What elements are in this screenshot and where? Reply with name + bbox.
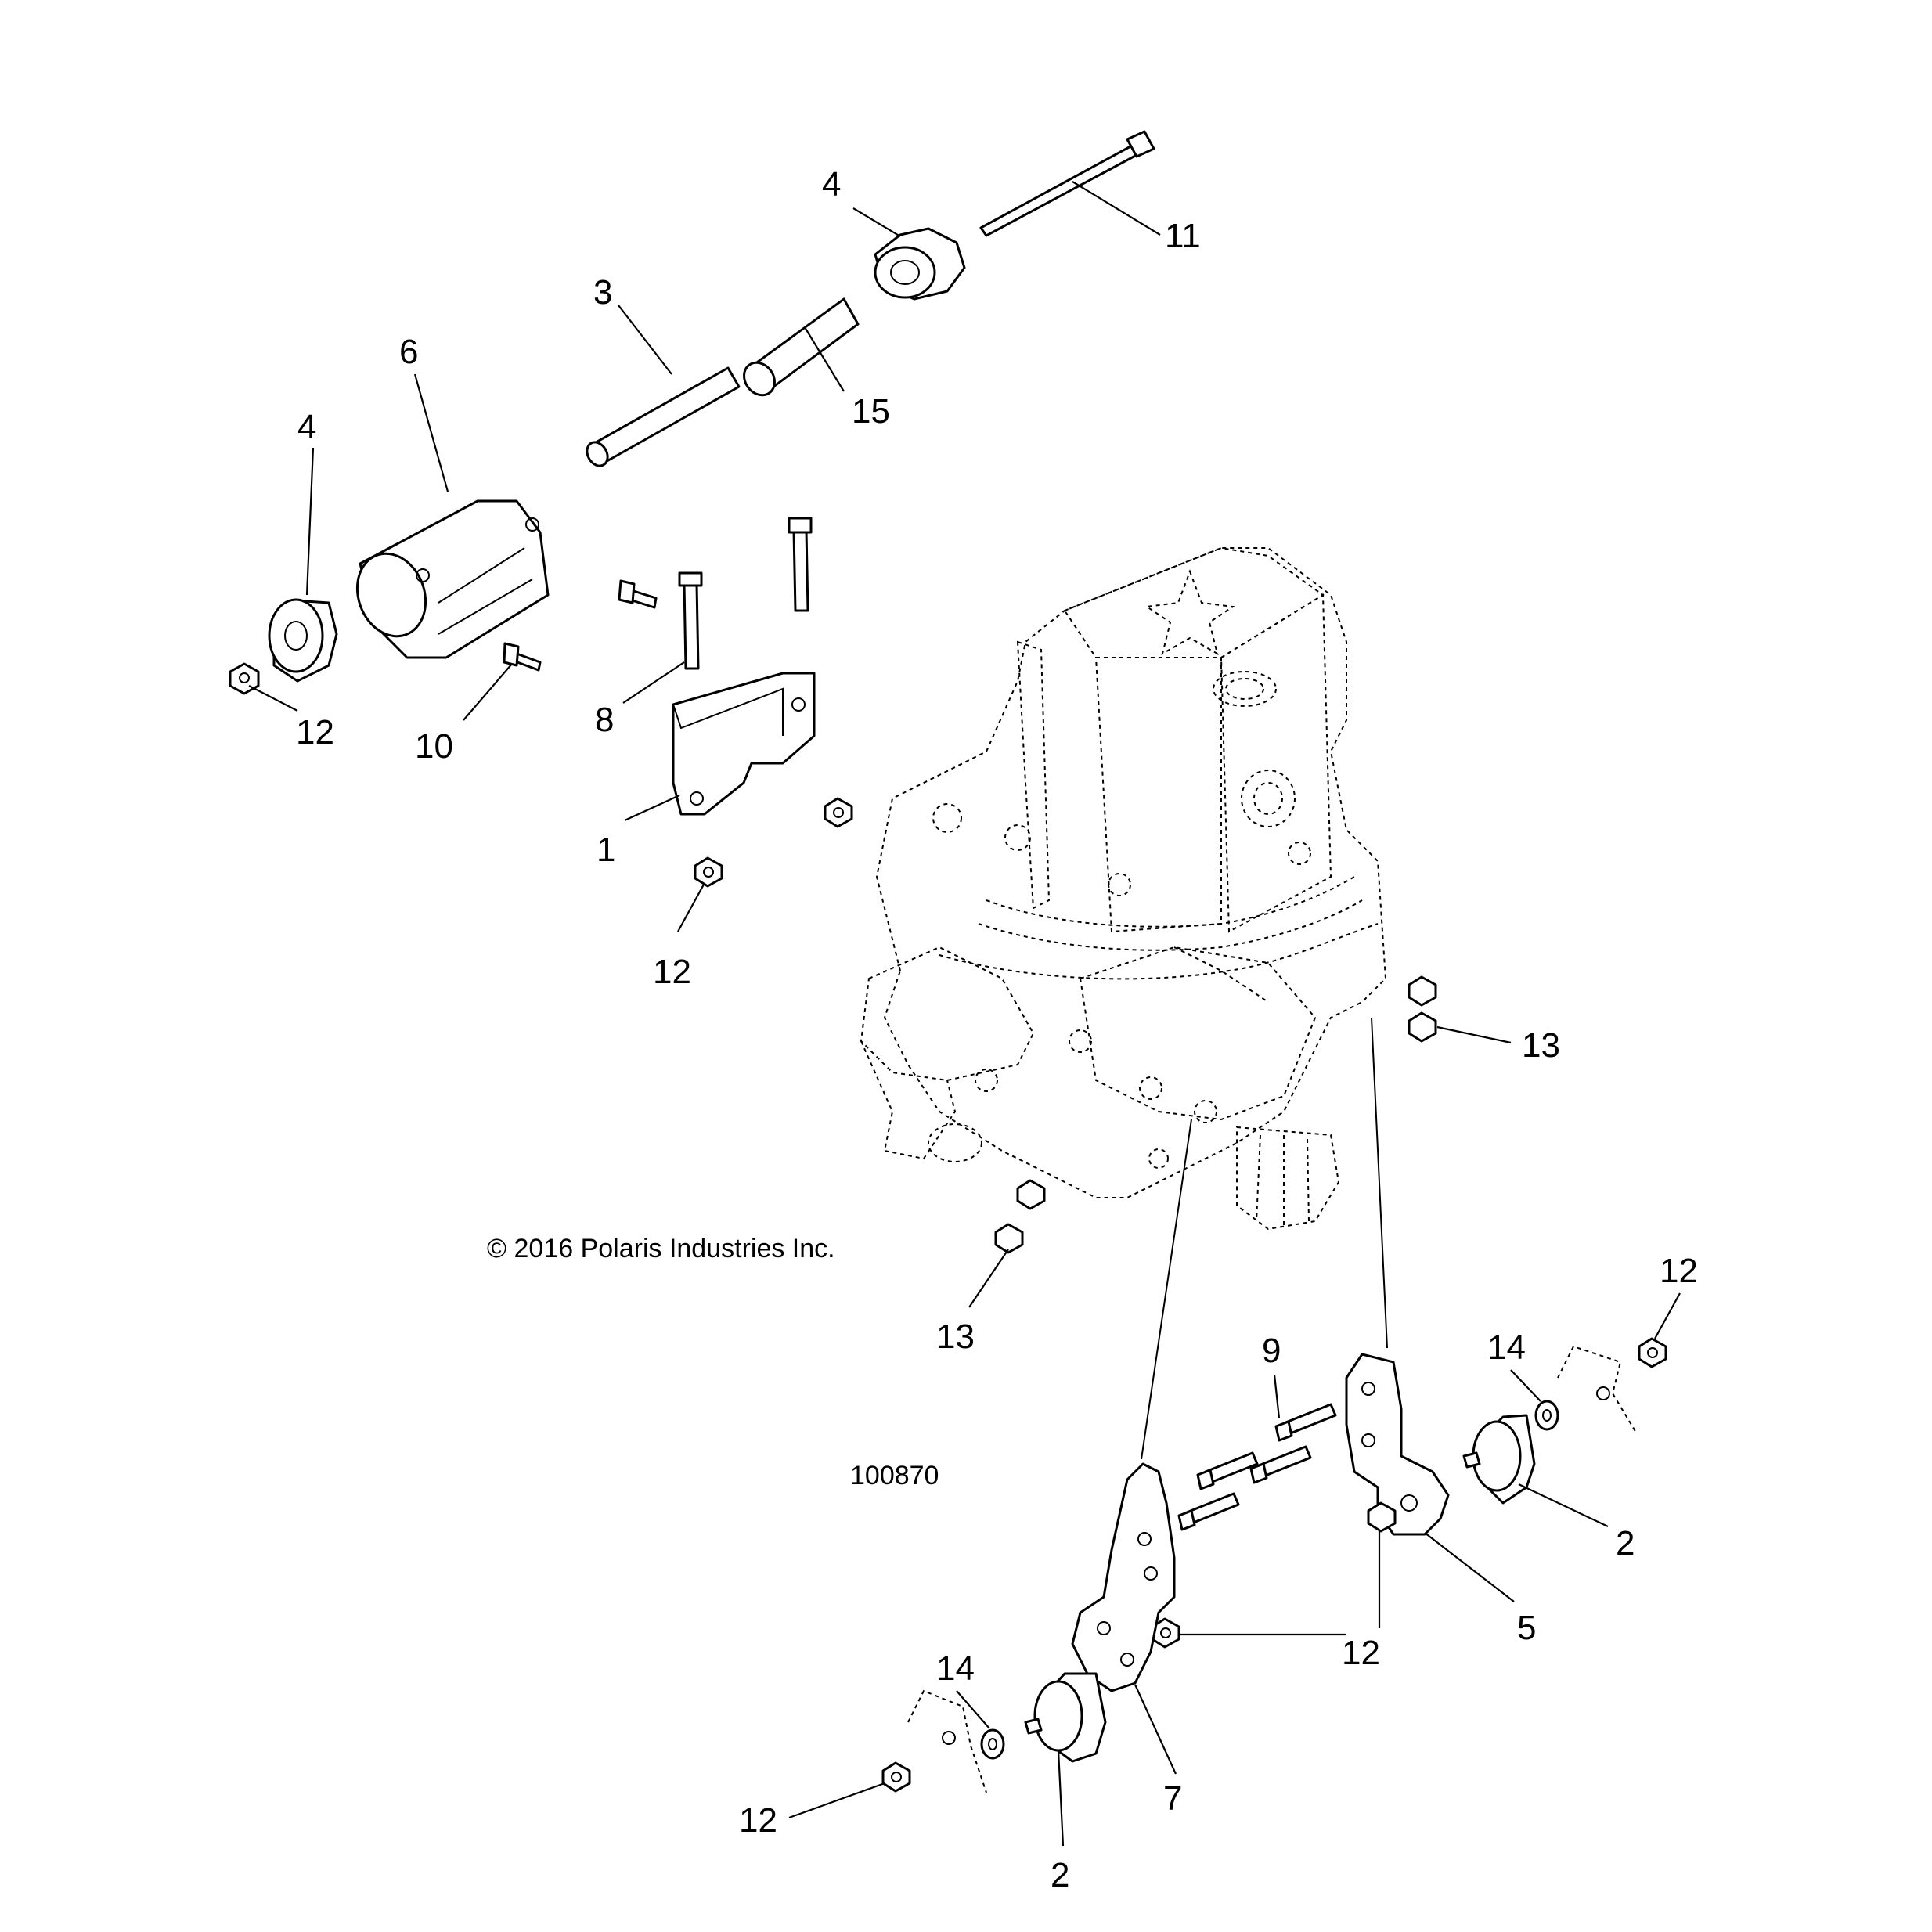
callout-2-right: 2	[1616, 1524, 1635, 1563]
rubber-mount-2-left	[1024, 1672, 1107, 1763]
nut-near-bracket	[824, 797, 853, 828]
callout-13-right: 13	[1522, 1026, 1560, 1065]
mount-plate-7	[1071, 1462, 1176, 1692]
engine-assembly	[860, 546, 1387, 1231]
alignment-line-left	[1141, 1119, 1192, 1460]
callout-4-top: 4	[822, 165, 841, 204]
callout-15: 15	[852, 392, 890, 431]
callout-12-right: 12	[1660, 1252, 1698, 1290]
callout-7: 7	[1163, 1779, 1182, 1818]
callout-14-right: 14	[1487, 1328, 1526, 1367]
bracket-1	[672, 672, 816, 816]
washer-14-right	[1534, 1400, 1559, 1431]
sleeve-15	[743, 297, 860, 397]
nut-12-right	[1638, 1337, 1667, 1368]
bolt-small	[618, 579, 658, 609]
callout-2-left: 2	[1051, 1856, 1069, 1894]
callout-9: 9	[1262, 1332, 1281, 1370]
leader-lines	[248, 181, 1681, 1847]
bolt-8	[678, 517, 813, 670]
callout-3: 3	[593, 273, 612, 312]
rubber-mount-2-right	[1462, 1414, 1536, 1505]
nut-13-left	[994, 1179, 1046, 1254]
callout-12-center: 12	[653, 953, 691, 991]
frame-bracket-right	[1557, 1345, 1637, 1433]
callout-12-left: 12	[296, 713, 334, 752]
nut-13-right	[1408, 975, 1437, 1043]
callout-12-lower-right: 12	[1342, 1634, 1380, 1672]
copyright-notice: © 2016 Polaris Industries Inc.	[487, 1234, 835, 1263]
callout-4-left: 4	[297, 408, 316, 446]
callout-6: 6	[399, 333, 418, 371]
bushing-4-top	[874, 227, 966, 301]
callout-11: 11	[1165, 217, 1201, 255]
bolts-9	[1177, 1403, 1337, 1531]
callout-10: 10	[415, 727, 453, 766]
mount-bracket-6	[355, 499, 550, 659]
long-bolt-11	[979, 130, 1155, 237]
callout-8: 8	[595, 701, 614, 739]
mount-plate-5	[1345, 1353, 1450, 1536]
frame-bracket-left	[907, 1689, 987, 1793]
nut-12-lower-left	[881, 1761, 911, 1793]
callout-12-lower-left: 12	[739, 1801, 777, 1840]
nut-12-lower-right	[1367, 1501, 1397, 1533]
callout-1: 1	[597, 831, 615, 869]
alignment-line-right	[1371, 1017, 1388, 1349]
washer-14-left	[980, 1728, 1005, 1760]
figure-number: 100870	[850, 1461, 939, 1490]
nut-12-center	[694, 856, 723, 888]
callout-5: 5	[1517, 1609, 1536, 1647]
callout-labels: 11 4 15 3 6 4 12 10 8 1 12 13 13 9 14 12…	[296, 165, 1698, 1894]
callout-14-left: 14	[936, 1649, 975, 1688]
tube-3	[586, 366, 741, 467]
callout-13-left: 13	[936, 1317, 975, 1356]
bolt-10	[503, 642, 542, 672]
bushing-4-left	[268, 598, 338, 683]
